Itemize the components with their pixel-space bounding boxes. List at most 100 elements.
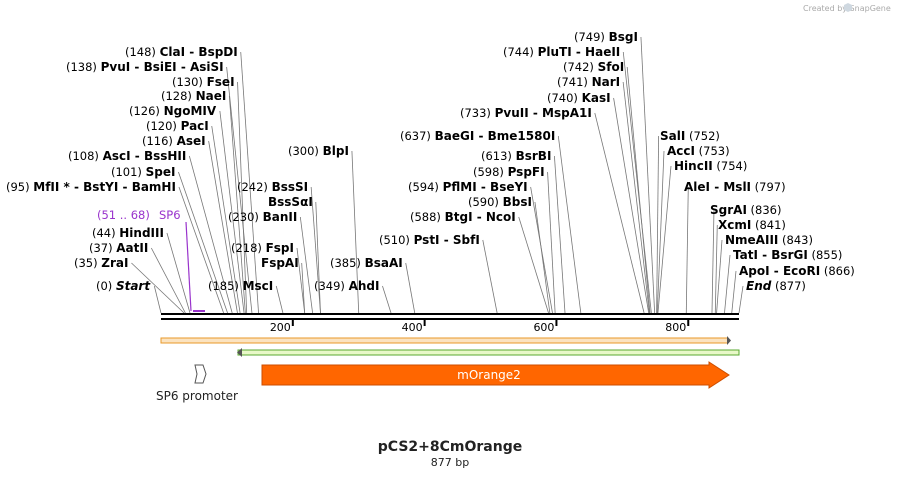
sp6-primer-range: (51 .. 68) [97,208,150,222]
site-leader-lines [131,36,744,314]
sequence-ruler: 200 400 600 800 [161,313,739,334]
leader-pvui [226,66,253,314]
site-ahdi: (349) AhdI [314,279,379,293]
site-baegi: (637) BaeGI - Bme1580I [400,129,555,143]
leader-baegi [557,135,582,314]
leader-bsgi [640,36,656,314]
leader-pluti [622,51,652,314]
leader-mfii [178,186,224,314]
leader-pflmi [530,186,553,314]
tick-label-200: 200 [270,321,291,334]
leader-asei [208,140,238,314]
leader-pspfi [547,171,556,314]
site-hindiii: (44) HindIII [92,226,164,240]
leader-ngomiv [219,110,245,314]
sequence-strand-top [161,313,739,315]
site-start: (0) Start [96,279,151,293]
leader-nmeaiii [716,239,723,314]
orf-reverse [237,349,740,356]
leader-aatii [150,247,186,314]
leader-fspai [301,262,306,314]
site-bsrbi: (613) BsrBI [481,149,551,163]
site-paci: (120) PacI [146,119,209,133]
site-bbsi: (590) BbsI [468,195,532,209]
site-zrai: (35) ZraI [74,256,128,270]
leader-fsei [237,81,248,314]
sp6-primer-label: SP6 [159,208,181,222]
leader-naei [228,95,246,314]
leader-sali [656,135,660,314]
site-blpi: (300) BlpI [288,144,349,158]
site-kasi: (740) KasI [547,91,611,105]
site-tati: TatI - BsrGI (855) [733,248,842,262]
leader-tati [724,254,731,314]
orf-forward-arrow [727,336,731,345]
leader-sgrai [711,209,715,314]
site-aatii: (37) AatII [89,241,148,255]
site-btgi: (588) BtgI - NcoI [410,210,516,224]
site-asei: (116) AseI [142,134,206,148]
site-nari: (741) NarI [557,75,620,89]
site-naei: (128) NaeI [161,89,226,103]
site-xcmi: XcmI (841) [718,218,786,232]
leader-fspi [296,247,306,314]
site-bsaai: (385) BsaAI [330,256,403,270]
site-bsssi: (242) BssSI [237,180,308,194]
site-acci: AccI (753) [667,144,730,158]
leader-end [738,285,744,314]
site-end: End (877) [746,279,806,293]
leader-hindiii [166,232,191,314]
leader-spei [178,171,228,314]
sp6-promoter-feature: SP6 promoter [156,364,238,403]
tick-label-400: 400 [402,321,423,334]
orf-forward [160,337,729,344]
leader-bbsi [534,201,551,314]
site-clai: (148) ClaI - BspDI [125,45,238,59]
site-bsgi: (749) BsgI [574,30,638,44]
snapgene-logo-icon [844,3,852,12]
leader-alei [685,186,689,314]
site-msci: (185) MscI [208,279,273,293]
orf-reverse-arrow [237,348,242,357]
orf-tracks [160,336,740,357]
sp6-primer-leader [185,221,192,312]
site-psti: (510) PstI - SbfI [379,233,480,247]
leader-psti [482,239,498,314]
plasmid-length: 877 bp [431,456,469,469]
tick-label-600: 600 [533,321,554,334]
site-labels: (0) Start (35) ZraI(37) AatII(44) HindIII… [6,30,855,293]
leader-zrai [131,262,185,314]
cds-label: mOrange2 [457,368,521,382]
site-banii: (230) BanII [228,210,297,224]
site-pvui: (138) PvuI - BsiEI - AsiSI [66,60,224,74]
leader-msci [275,285,284,314]
leader-apoi [731,270,737,314]
site-pflmi: (594) PflMI - BseYI [408,180,528,194]
site-spei: (101) SpeI [111,165,175,179]
tick-label-800: 800 [665,321,686,334]
site-nmeaiii: NmeAIII (843) [725,233,813,247]
site-sali: SalI (752) [660,129,720,143]
site-alei: AleI - MslI (797) [684,180,786,194]
leader-bsaai [405,262,416,314]
site-ngomiv: (126) NgoMIV [129,104,217,118]
leader-xcmi [714,224,718,314]
leader-nari [622,81,650,314]
site-sgrai: SgrAI (836) [710,203,782,217]
promoter-label: SP6 promoter [156,389,238,403]
leader-ahdi [382,285,392,314]
leader-start [153,285,162,314]
sequence-strand-bottom [161,318,739,320]
site-pspfi: (598) PspFI [473,165,545,179]
site-fsei: (130) FseI [172,75,235,89]
leader-clai [240,51,259,314]
site-asci: (108) AscI - BssHII [68,149,186,163]
site-hincii: HincII (754) [674,159,747,173]
leader-bsssi [310,186,321,314]
plasmid-name: pCS2+8CmOrange [378,439,522,455]
leader-bsss-i [315,201,321,314]
leader-blpi [351,150,360,314]
sp6-primer: (51 .. 68) SP6 [97,208,205,312]
site-fspai: FspAI [261,256,299,270]
promoter-arrow-icon [194,364,207,384]
